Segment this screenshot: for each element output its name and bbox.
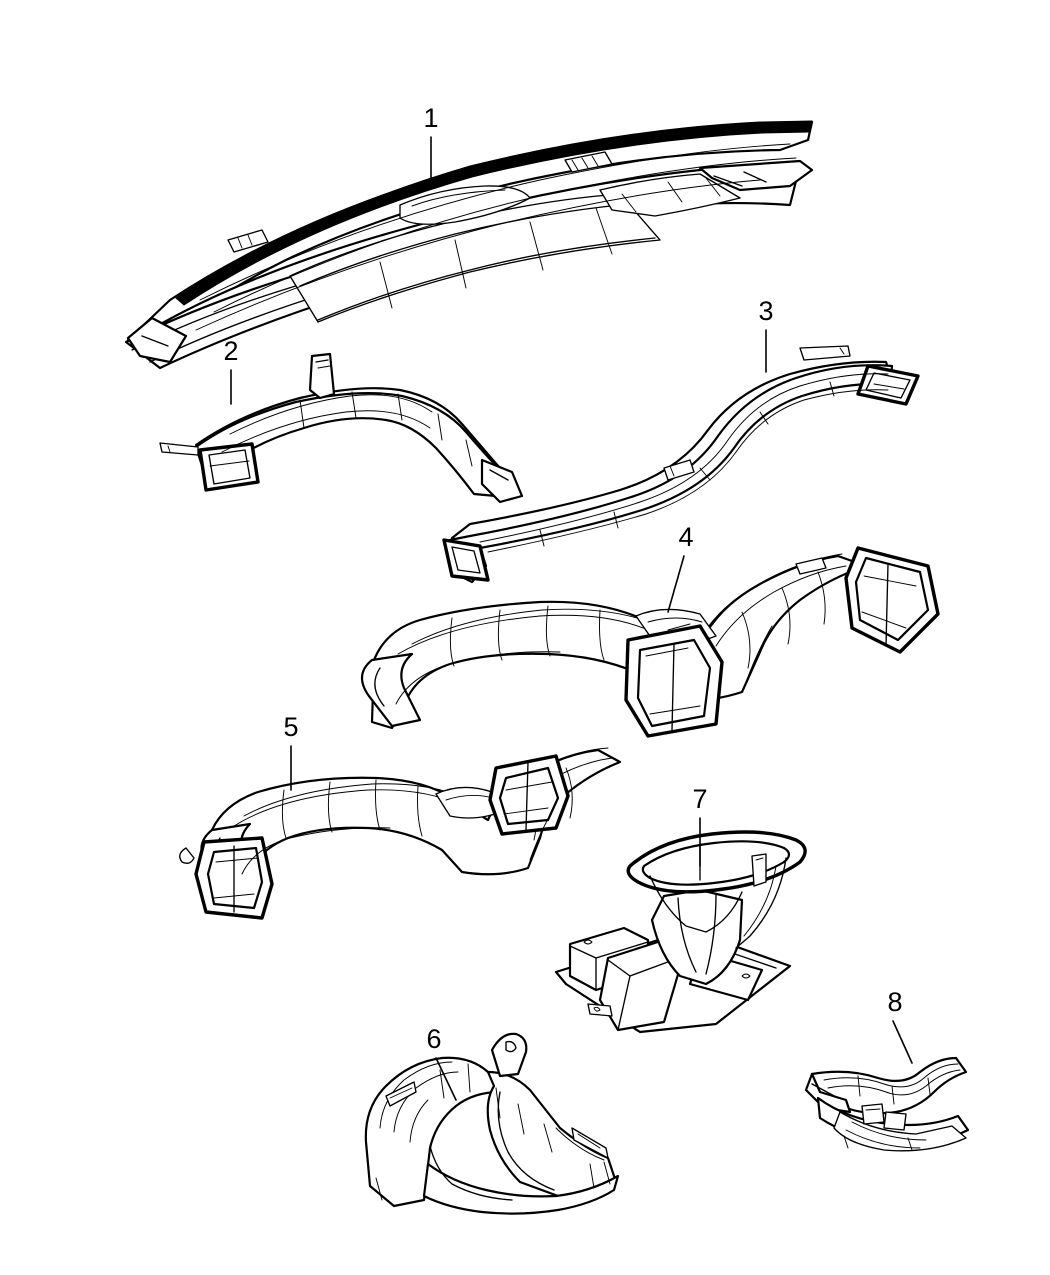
callout-number-4: 4 (678, 522, 693, 552)
part-1-defroster-duct-assembly[interactable] (124, 120, 814, 370)
callout-4[interactable]: 4 (667, 522, 694, 613)
callout-3[interactable]: 3 (758, 296, 774, 373)
callout-2[interactable]: 2 (223, 336, 239, 405)
part-5-lower-instrument-panel-duct[interactable] (179, 747, 622, 920)
part-3-demister-duct-right[interactable] (442, 345, 920, 584)
callout-number-2: 2 (223, 336, 238, 366)
callout-number-5: 5 (283, 712, 298, 742)
callout-7[interactable]: 7 (692, 784, 708, 867)
leader-line-4 (667, 555, 685, 613)
leader-line-6 (435, 1057, 457, 1101)
callout-number-7: 7 (692, 784, 707, 814)
callout-1[interactable]: 1 (423, 103, 439, 179)
callout-8[interactable]: 8 (887, 987, 913, 1064)
callout-5[interactable]: 5 (283, 712, 299, 791)
leader-line-8 (892, 1020, 913, 1064)
callout-number-8: 8 (887, 987, 902, 1017)
part-2-demister-duct-left[interactable] (159, 352, 524, 504)
callout-number-1: 1 (423, 103, 438, 133)
part-6-floor-distribution-duct[interactable] (364, 1032, 620, 1215)
part-7-rear-floor-duct-with-bracket[interactable] (554, 830, 807, 1034)
callout-layer: 1 2 3 4 5 6 (223, 103, 913, 1101)
callout-number-3: 3 (758, 296, 773, 326)
callout-6[interactable]: 6 (426, 1024, 457, 1101)
part-4-upper-instrument-panel-duct[interactable] (360, 546, 940, 738)
callout-number-6: 6 (426, 1024, 441, 1054)
part-8-rear-console-duct[interactable] (804, 1056, 970, 1152)
